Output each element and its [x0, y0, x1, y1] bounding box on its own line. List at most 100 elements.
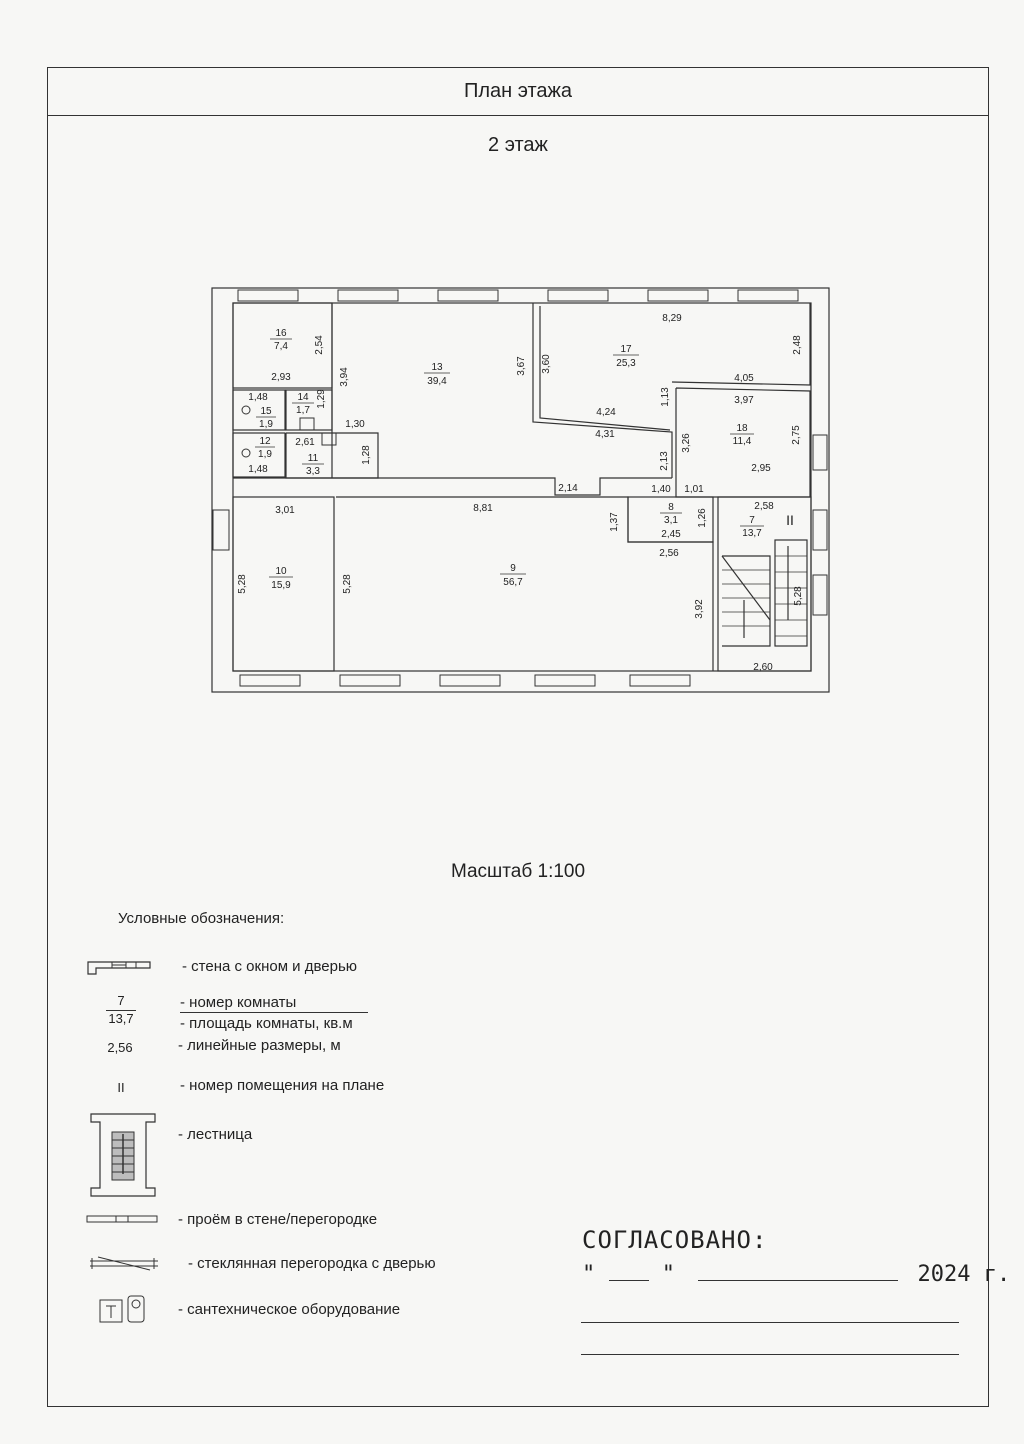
legend-premises-sample: II: [117, 1080, 125, 1095]
legend-title: Условные обозначения:: [118, 910, 285, 927]
approval-year: 2024 г.: [917, 1262, 1011, 1287]
room-12-number: 12: [259, 436, 271, 447]
toilet-icon-12: [241, 448, 251, 458]
dimension-label: 8,29: [662, 313, 682, 324]
room-11-area: 3,3: [306, 466, 320, 477]
legend-plumbing-symbol: [99, 1295, 145, 1323]
stair-left-flight: [722, 555, 771, 647]
outer-wall-outer: [211, 287, 830, 693]
dimension-label: 2,14: [558, 483, 578, 494]
dimension-label: 4,24: [596, 407, 616, 418]
room-10-number: 10: [275, 566, 287, 577]
legend-room-number-text: - номер комнаты: [180, 994, 297, 1011]
approval-date-line: " " 2024 г.: [582, 1260, 1010, 1287]
dimension-label: 3,60: [541, 354, 552, 374]
room-16-number: 16: [275, 328, 287, 339]
legend-room-number: 7: [117, 993, 125, 1008]
room-7-number: 7: [749, 515, 755, 526]
dimension-label: 2,58: [754, 501, 774, 512]
approval-title: СОГЛАСОВАНО:: [582, 1226, 768, 1254]
dimension-label: 2,60: [753, 662, 773, 673]
page-title: План этажа: [48, 68, 988, 116]
floor-label: 2 этаж: [488, 134, 548, 156]
dimension-label: 5,28: [342, 574, 353, 594]
dimension-label: 1,37: [609, 512, 620, 532]
sink-icon-14: [299, 417, 315, 431]
dimension-label: 8,81: [473, 503, 493, 514]
stair-right-flight: [774, 539, 808, 647]
room-12-outline: [232, 432, 286, 478]
dimension-label: 2,75: [791, 425, 802, 445]
legend-text-divider: [180, 1012, 368, 1013]
dimension-label: 2,54: [314, 335, 325, 355]
legend-room-area: 13,7: [108, 1011, 134, 1026]
legend-dimension-sample: 2,56: [107, 1040, 133, 1055]
dimension-label: 3,97: [734, 395, 754, 406]
dimension-label: 5,28: [237, 574, 248, 594]
dimension-label: 3,94: [339, 367, 350, 387]
dimension-label: 2,93: [271, 372, 291, 383]
dimension-label: 2,56: [659, 548, 679, 559]
dimension-label: 1,28: [361, 445, 372, 465]
dimension-label: 1,40: [651, 484, 671, 495]
day-blank: [608, 1260, 649, 1281]
premises-number: II: [786, 512, 794, 528]
wall-17-bottom: [671, 303, 811, 386]
dimension-label: 3,26: [681, 433, 692, 453]
legend-premises-text: - номер помещения на плане: [180, 1077, 385, 1094]
legend-glass-partition-text: - стеклянная перегородка с дверью: [188, 1255, 436, 1272]
legend-room-area-text: - площадь комнаты, кв.м: [180, 1015, 353, 1032]
room-12-area: 1,9: [258, 449, 272, 460]
dimension-label: 1,13: [660, 387, 671, 407]
dimension-label: 1,29: [316, 389, 327, 409]
room-14-number: 14: [297, 392, 309, 403]
legend-wall-text: - стена с окном и дверью: [182, 958, 358, 975]
room-11-number: 11: [308, 453, 319, 464]
legend-dimension-text: - линейные размеры, м: [178, 1037, 341, 1054]
room-13-area: 39,4: [427, 376, 447, 387]
dimension-label: 2,45: [661, 529, 681, 540]
sink-icon-11: [321, 432, 337, 446]
room-9-outline: [336, 496, 714, 671]
stair-break-line: [721, 555, 771, 621]
legend-opening-symbol: [86, 1215, 158, 1223]
dimension-label: 2,61: [295, 437, 315, 448]
room-18-area: 11,4: [733, 436, 752, 447]
room-17-number: 17: [620, 344, 632, 355]
dimension-label: 1,30: [345, 419, 365, 430]
room-10-outline: [232, 496, 335, 672]
signature-line-2: [581, 1354, 959, 1355]
dimension-label: 1,26: [697, 508, 708, 528]
dimension-label: 4,05: [734, 373, 754, 384]
signature-line-1: [581, 1322, 959, 1323]
wall-13-right: [532, 303, 673, 478]
toilet-icon-15: [241, 405, 251, 415]
room-10-area: 15,9: [271, 580, 291, 591]
dimension-label: 1,48: [248, 464, 268, 475]
room-8-number: 8: [668, 502, 674, 513]
legend-glass-partition-symbol: [90, 1256, 158, 1271]
legend-stair-symbol: [90, 1113, 156, 1197]
outer-wall-inner: [232, 302, 812, 672]
dimension-label: 1,01: [684, 484, 704, 495]
room-14-area: 1,7: [296, 405, 310, 416]
dimension-label: 2,13: [659, 451, 670, 471]
room-7-area: 13,7: [742, 528, 762, 539]
dimension-label: 3,67: [516, 356, 527, 376]
room-18-number: 18: [736, 423, 748, 434]
room-16-area: 7,4: [274, 341, 288, 352]
room-15-area: 1,9: [259, 419, 273, 430]
dimension-label: 1,48: [248, 392, 268, 403]
room-17-area: 25,3: [616, 358, 636, 369]
glass-partition-17: [539, 306, 671, 431]
legend-stair-text: - лестница: [178, 1126, 253, 1143]
quote-open: ": [582, 1262, 596, 1287]
dimension-label: 2,95: [751, 463, 771, 474]
legend-fraction-line: [106, 1010, 136, 1011]
dimension-label: 3,92: [694, 599, 705, 619]
document-sheet: План этажа 2 этаж Масштаб 1:100 Условные…: [47, 67, 1010, 1407]
dimension-label: 2,48: [792, 335, 803, 355]
month-blank: [698, 1260, 899, 1281]
dimension-label: 4,31: [595, 429, 615, 440]
room-7-outline: [717, 496, 812, 672]
